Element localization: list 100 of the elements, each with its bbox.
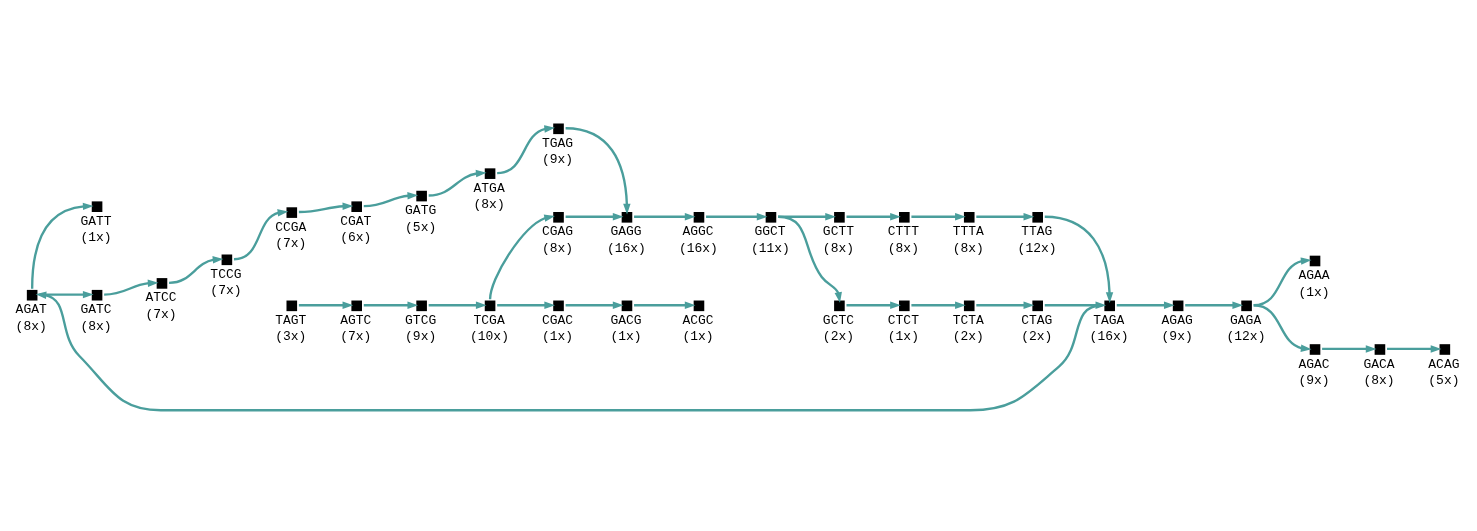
node-label: (1x) — [542, 328, 574, 344]
arrow — [428, 169, 487, 197]
node-box — [1241, 300, 1252, 311]
node-label: (8x) — [15, 318, 47, 334]
node-label: AGAG — [1161, 312, 1193, 328]
node-label: ATGA — [473, 180, 505, 196]
node-box — [693, 300, 705, 311]
node-box — [484, 300, 496, 311]
node-label: ACAG — [1428, 356, 1460, 372]
arrow — [30, 202, 94, 289]
node-box — [416, 190, 427, 201]
arrow — [706, 212, 768, 220]
node-box — [765, 211, 777, 223]
node-box — [899, 300, 910, 311]
node-label: GATT — [80, 213, 112, 229]
arrow — [634, 212, 696, 220]
node-box — [416, 300, 427, 311]
arrow — [778, 212, 836, 220]
arrow — [428, 301, 487, 309]
node-box — [553, 211, 564, 223]
node-box — [221, 254, 233, 265]
node-box — [834, 211, 845, 223]
node-box — [834, 300, 845, 311]
node-label: GAGG — [610, 223, 642, 239]
node-label: (7x) — [340, 328, 372, 344]
arrow — [634, 301, 696, 309]
arrow — [976, 212, 1035, 220]
node-label: (2x) — [952, 328, 984, 344]
node-label: (8x) — [1363, 372, 1395, 388]
node-box — [156, 277, 168, 289]
arrow — [911, 212, 966, 220]
node-label: GTCG — [405, 312, 437, 328]
arrow — [565, 126, 631, 214]
node-box — [351, 300, 362, 311]
node-label: CGAC — [542, 312, 574, 328]
node-label: GGCT — [754, 223, 786, 239]
node-label: AGTC — [340, 312, 372, 328]
arrow — [976, 301, 1035, 309]
node-label: CTTT — [887, 223, 919, 239]
node-label: CGAT — [340, 213, 372, 229]
node-label: (8x) — [822, 240, 855, 256]
arrow — [1322, 344, 1377, 353]
node-label: TAGT — [275, 312, 307, 328]
node-label: (8x) — [542, 240, 574, 256]
arrow — [846, 212, 901, 220]
node-box — [286, 300, 298, 311]
node-label: ACGC — [682, 312, 714, 328]
node-label: (8x) — [887, 240, 919, 256]
node-box — [1374, 343, 1386, 355]
node-label: (8x) — [952, 240, 984, 256]
node-label: GATG — [405, 202, 437, 218]
node-label: AGAT — [15, 301, 47, 317]
node-box — [1172, 300, 1184, 311]
node-label: (1x) — [80, 229, 112, 245]
node-label: (1x) — [1298, 284, 1330, 300]
node-box — [91, 289, 103, 300]
node-box — [1309, 343, 1321, 355]
node-label: (9x) — [1298, 372, 1330, 388]
node-box — [26, 289, 38, 300]
arrow — [1185, 301, 1244, 309]
node-label: CTAG — [1021, 312, 1053, 328]
node-label: TAGA — [1093, 312, 1125, 328]
arrow — [1253, 303, 1312, 352]
node-box — [621, 300, 633, 311]
node-label: GACG — [610, 312, 642, 328]
node-label: (11x) — [750, 240, 790, 256]
node-label: ATCC — [145, 289, 177, 305]
arrow — [233, 208, 289, 260]
node-label: AGGC — [682, 223, 714, 239]
arrow — [846, 301, 901, 309]
node-label: CCGA — [275, 219, 307, 235]
node-label: (10x) — [470, 328, 509, 344]
arrow — [35, 291, 1103, 411]
node-label: (9x) — [1161, 328, 1193, 344]
node-label: (9x) — [405, 328, 437, 344]
node-label: (16x) — [1089, 328, 1129, 344]
node-label: (16x) — [678, 240, 718, 256]
node-label: (5x) — [405, 219, 437, 235]
arrow — [497, 124, 555, 174]
node-label: (2x) — [1021, 328, 1053, 344]
node-label: GACA — [1363, 356, 1395, 372]
node-label: TCCG — [210, 266, 242, 282]
arrow — [777, 215, 842, 303]
node-box — [484, 167, 496, 179]
node-label: TCTA — [952, 312, 984, 328]
arrow — [1116, 301, 1175, 309]
node-box — [963, 211, 975, 223]
arrow — [104, 278, 159, 296]
arrow — [911, 301, 966, 309]
node-label: (12x) — [1226, 328, 1266, 344]
arrow — [565, 301, 624, 309]
node-label: (1x) — [610, 328, 642, 344]
node-label: (12x) — [1017, 240, 1057, 256]
node-label: (5x) — [1428, 372, 1460, 388]
node-box — [899, 211, 910, 223]
node-label: (3x) — [275, 328, 307, 344]
node-label: TTTA — [952, 223, 984, 239]
node-label: (8x) — [473, 196, 505, 212]
node-label: TGAG — [542, 135, 574, 151]
node-label: (8x) — [80, 318, 112, 334]
